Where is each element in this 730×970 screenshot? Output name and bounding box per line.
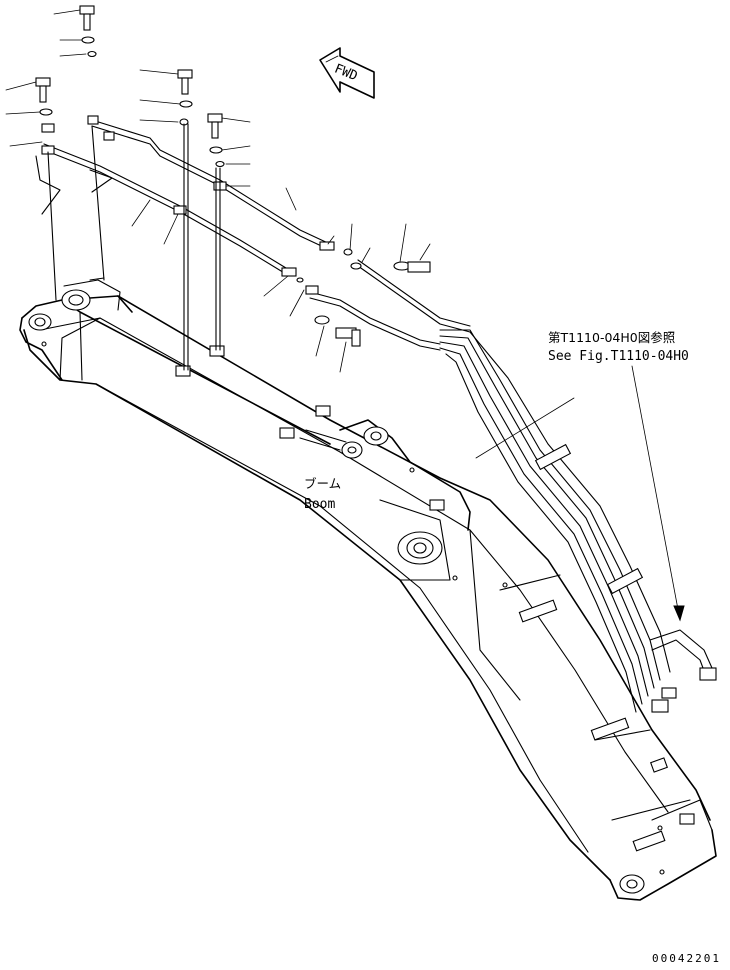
reference-note-english: See Fig.T1110-04H0 xyxy=(548,349,689,364)
reference-note-japanese: 第T1110-04H0図参照 xyxy=(548,330,675,345)
leader-lines xyxy=(5,9,685,622)
boom-clamps xyxy=(175,345,695,852)
hose-bundle xyxy=(439,329,717,713)
boom-body xyxy=(19,277,717,901)
boom-label-japanese: ブーム xyxy=(304,476,341,491)
drawing-number: 00042201 xyxy=(652,952,721,965)
break-lines xyxy=(35,155,113,215)
fwd-arrow: FWD xyxy=(319,47,375,99)
upper-pipes xyxy=(43,119,471,351)
boom-label-english: Boom xyxy=(304,497,335,512)
fasteners xyxy=(35,5,431,371)
fwd-label: FWD xyxy=(332,62,360,85)
